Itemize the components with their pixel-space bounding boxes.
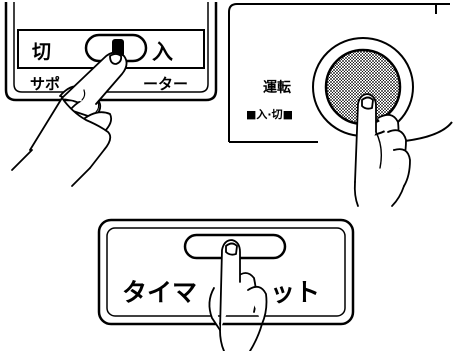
support-heater-panel: 切 入 サポ ーター [4,2,218,102]
support-heater-caption-left: サポ [30,75,60,93]
timer-reset-caption-left: タイマ [122,278,197,307]
panel-bezel [13,2,209,93]
panel-outline [4,2,218,102]
finger-press-icon [353,93,411,207]
finger-press-icon [11,51,128,187]
timer-reset-caption-right: ット [270,278,320,307]
panel-top-edge [228,3,450,13]
run-sub-label: ■入·切■ [246,108,293,121]
run-button-panel: 運転 ■入·切■ [228,3,453,143]
on-label: 入 [152,40,173,64]
support-heater-caption-right: ーター [143,75,188,93]
finger-press-icon [208,239,268,351]
run-label: 運転 [263,79,291,96]
off-label: 切 [32,41,51,63]
